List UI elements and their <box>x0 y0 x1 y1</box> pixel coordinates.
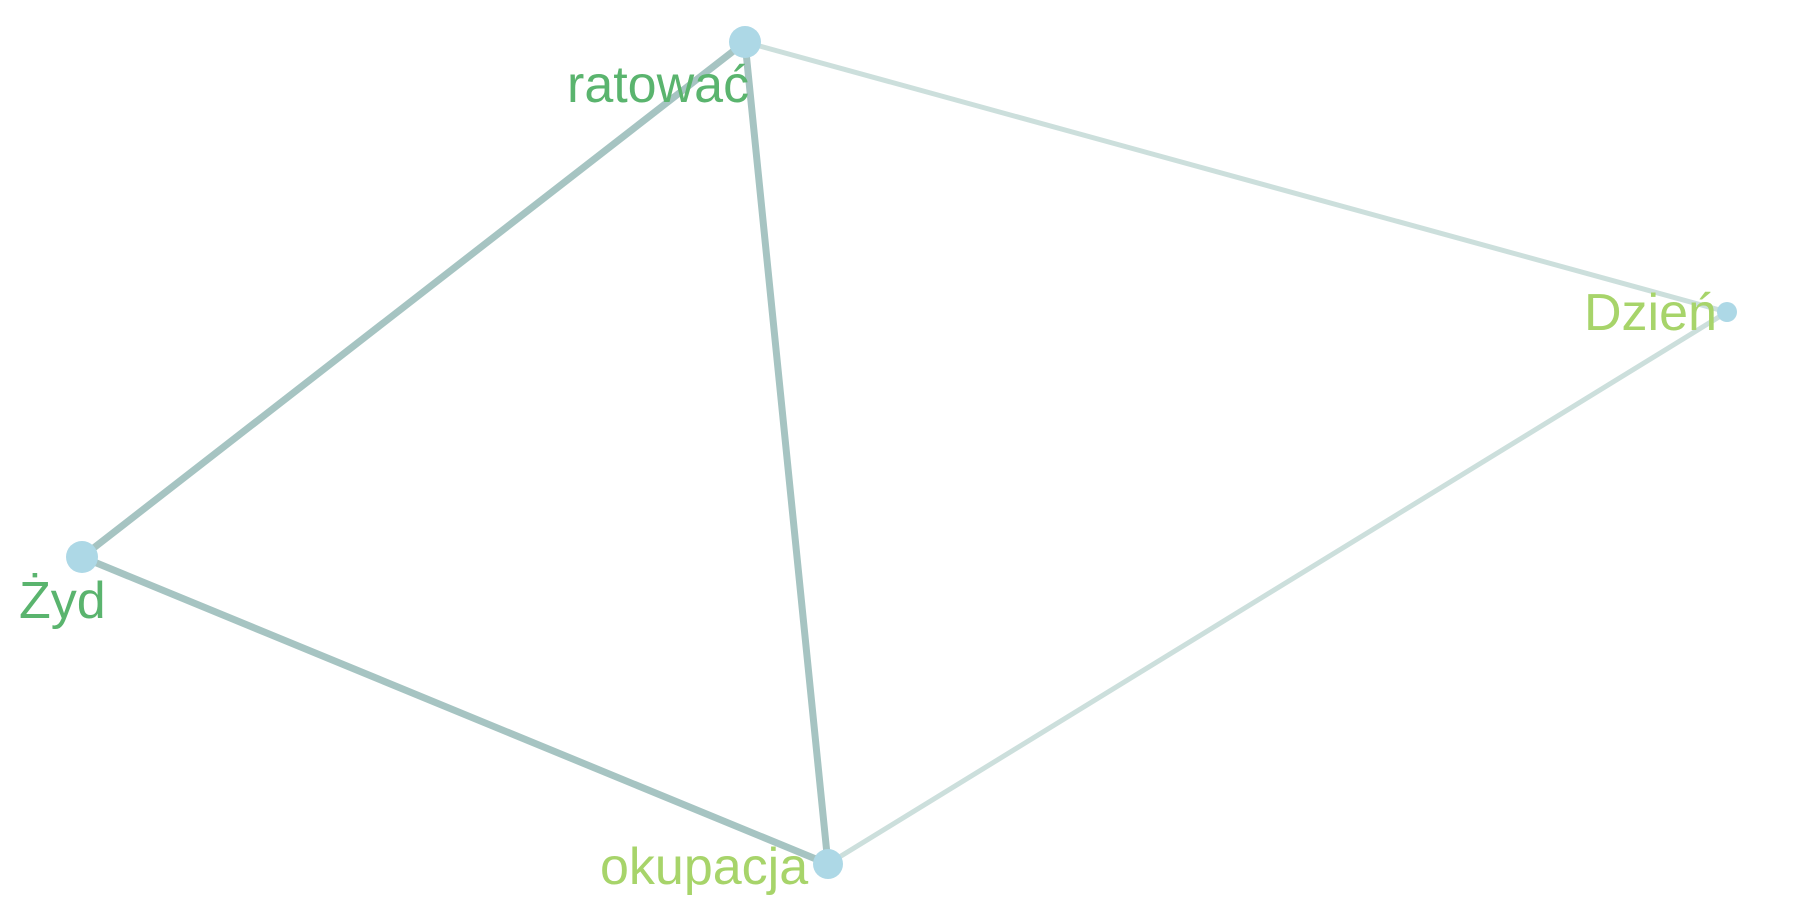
edge-ratowac-dzien <box>742 39 1730 315</box>
node-dzien[interactable] <box>1717 302 1737 322</box>
node-okupacja[interactable] <box>813 849 843 879</box>
label-zyd: Żyd <box>19 572 106 630</box>
label-ratowac: ratować <box>567 56 749 114</box>
edge-ratowac-zyd <box>78 38 749 561</box>
node-ratowac[interactable] <box>729 26 761 58</box>
edge-dzien-okupacja <box>825 309 1730 867</box>
edge-ratowac-okupacja <box>741 38 832 868</box>
node-zyd[interactable] <box>66 541 98 573</box>
nodes-layer <box>66 26 1737 879</box>
label-dzien: Dzień <box>1584 284 1717 342</box>
edge-zyd-okupacja <box>78 553 832 868</box>
labels-layer: ratować Dzień Żyd okupacja <box>19 56 1717 896</box>
label-okupacja: okupacja <box>600 838 808 896</box>
edges-layer <box>78 38 1730 868</box>
